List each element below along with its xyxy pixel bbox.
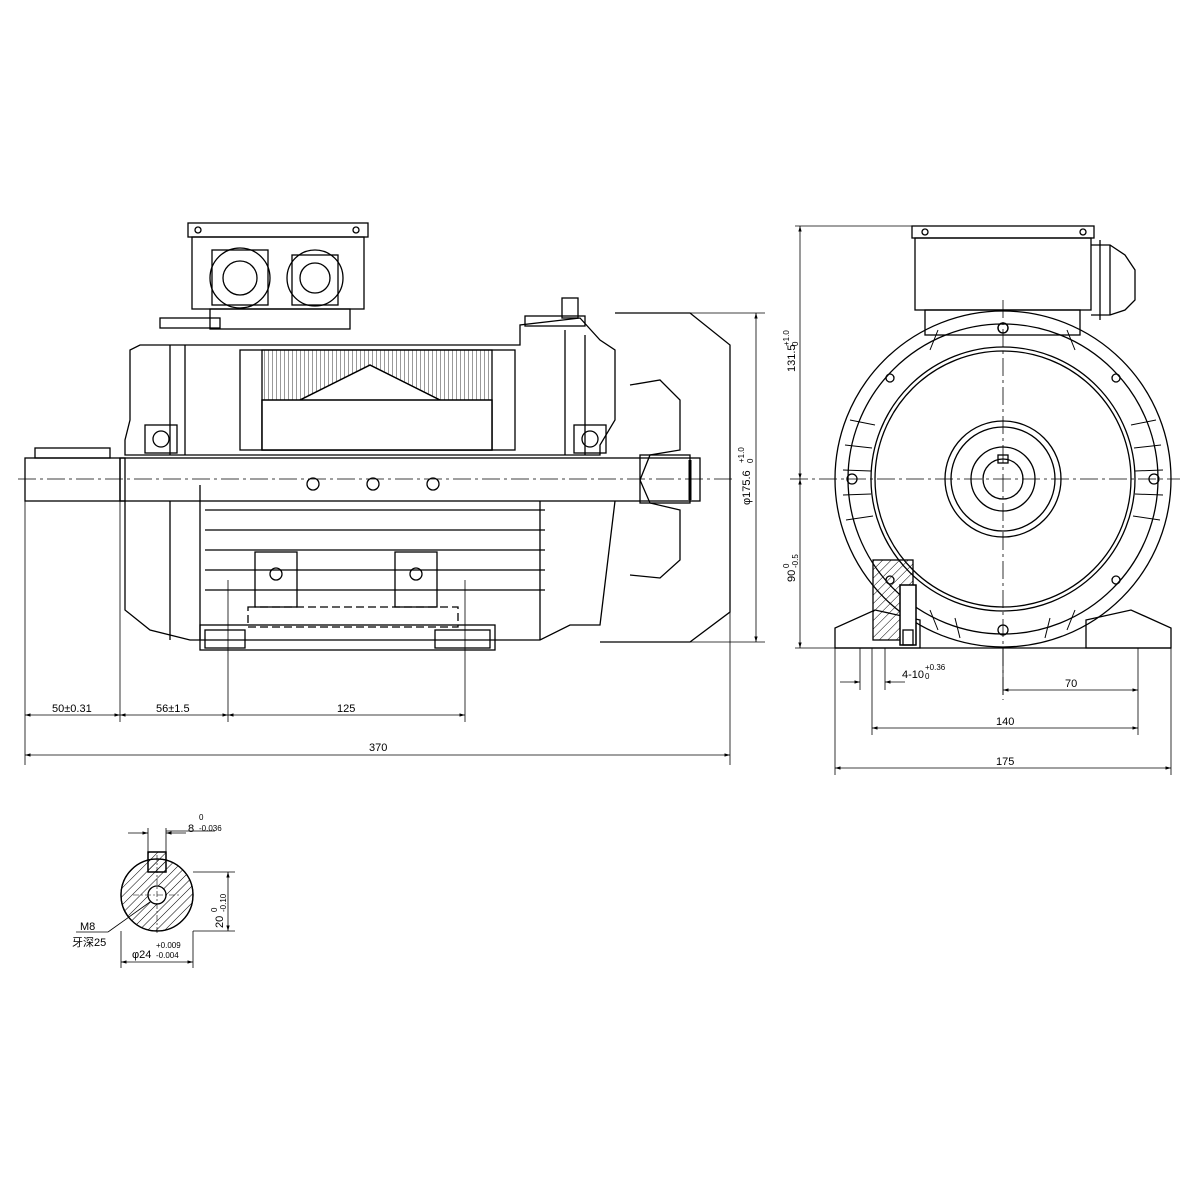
dim-shaft-extension: 50±0.31 (52, 703, 92, 715)
dim-key-depth: 20 (214, 916, 226, 928)
housing-outer (834, 310, 1172, 648)
bearing-front (144, 424, 178, 454)
dim-base-width: 175 (996, 756, 1014, 768)
dim-foot-spacing: 140 (996, 716, 1014, 728)
dim-thread-depth: 牙深25 (72, 936, 106, 949)
dim-shaft-height-tol-upper: 0 (782, 563, 791, 568)
dim-shaft-diameter-tol-upper: +0.009 (156, 941, 181, 950)
shaft-section (76, 828, 235, 968)
side-view (18, 222, 765, 765)
dim-thread: M8 (80, 921, 95, 933)
dim-top-height: 131.5 (786, 344, 798, 372)
dim-key-depth-tol-upper: 0 (210, 907, 219, 912)
dim-foot-hole-tol-lower: 0 (925, 672, 930, 681)
dim-half-foot-spacing: 70 (1065, 678, 1077, 690)
dim-top-height-group: 131.5 +1.0 0 (782, 330, 800, 372)
dim-shaft-height: 90 (786, 570, 798, 582)
shaft-extension (24, 457, 126, 502)
dim-shaft-height-tol-lower: -0.5 (791, 554, 800, 568)
dim-key-width: 8 (188, 823, 194, 835)
motor-frame (119, 297, 701, 651)
end-view (790, 225, 1180, 775)
end-shield (870, 346, 1136, 612)
side-dimension-lines (24, 312, 765, 765)
end-shaft (982, 458, 1024, 500)
fan-cover (600, 312, 731, 643)
dim-key-width-tol-lower: -0.036 (199, 824, 222, 833)
dim-top-height-tol-upper: +1.0 (782, 330, 791, 346)
dim-fan-cover-diameter: φ175.6 (741, 470, 753, 505)
dim-key-depth-tol-lower: -0.10 (219, 893, 228, 912)
end-terminal-box (911, 225, 1136, 336)
terminal-box (187, 222, 369, 330)
dim-overall-length: 370 (369, 742, 387, 754)
dim-top-height-tol-lower: 0 (791, 341, 800, 346)
dim-shaft-diameter: φ24 (132, 949, 151, 961)
dim-foot-hole-tol-upper: +0.36 (925, 663, 946, 672)
dim-fan-cover-diameter-tol-upper: +1.0 (737, 447, 746, 463)
dim-foot-hole-spacing: 125 (337, 703, 355, 715)
dim-shaft-height-group: 90 0 -0.5 (782, 554, 800, 582)
dim-fan-cover-diameter-group: φ175.6 +1.0 0 (737, 447, 755, 505)
dim-shaft-to-foot-hole: 56±1.5 (156, 703, 190, 715)
dim-shaft-diameter-tol-lower: -0.004 (156, 951, 179, 960)
cooling-fins (842, 329, 1164, 639)
dim-fan-cover-diameter-tol-lower: 0 (746, 458, 755, 463)
end-foot-right (1085, 609, 1172, 649)
dim-key-depth-group: 20 0 -0.10 (210, 893, 228, 928)
dim-key-width-tol-upper: 0 (199, 813, 204, 822)
end-dimension-lines (795, 225, 1172, 775)
dim-foot-hole: 4-10 (902, 669, 924, 681)
bearing-rear (573, 424, 607, 454)
rotor-shaft (119, 457, 701, 502)
bearing-hub (944, 420, 1062, 538)
